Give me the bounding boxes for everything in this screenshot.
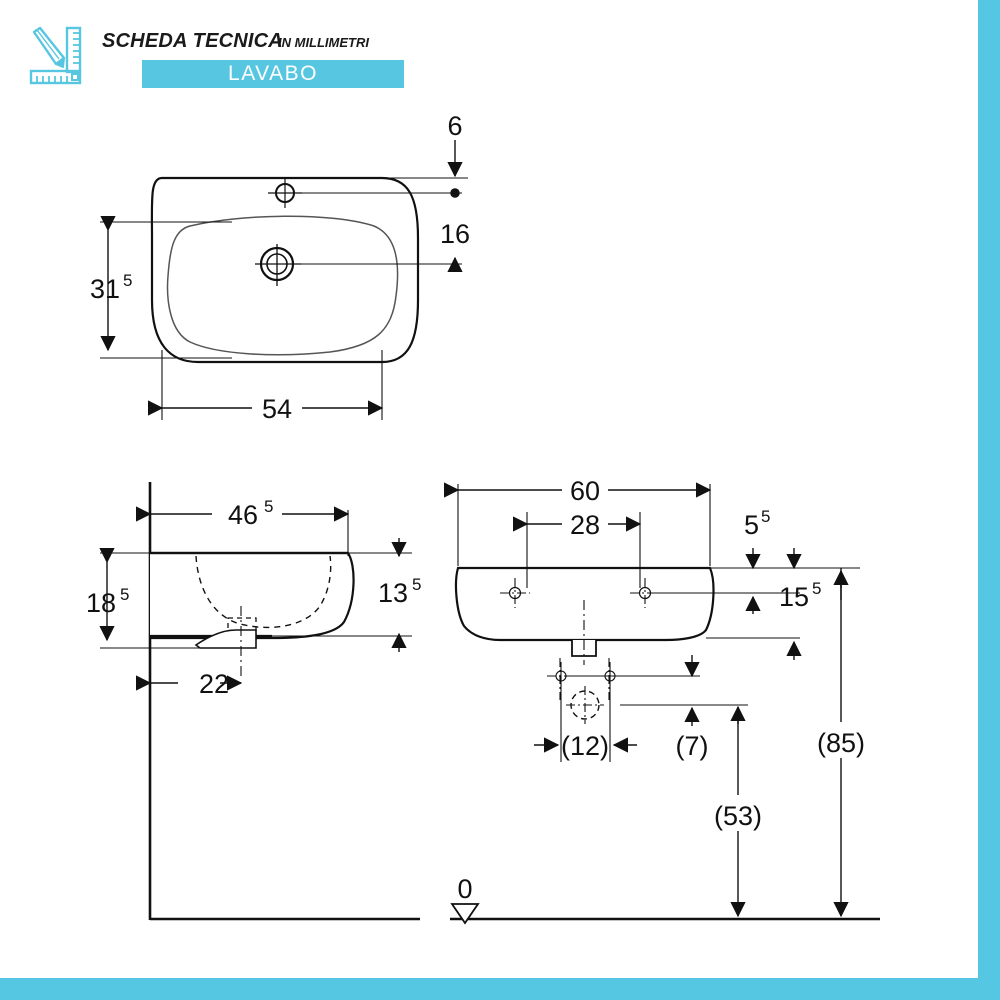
front-view-outline	[454, 566, 715, 642]
top-view-drain	[255, 244, 301, 286]
dim-label-taphole-to-drain: 16	[440, 219, 470, 249]
datum-label: 0	[457, 874, 472, 904]
dim-label-side-bowl-height-sup: 5	[412, 575, 421, 594]
product-type-banner: LAVABO	[142, 60, 404, 88]
product-type-label: LAVABO	[228, 62, 318, 85]
dim-label-front-top-to-fixing-sup: 5	[761, 507, 770, 526]
dim-dot-taphole	[450, 188, 460, 198]
sheet-header: SCHEDA TECNICA IN MILLIMETRI LAVABO	[26, 26, 446, 96]
dim-label-top-rear-edge: 6	[447, 111, 462, 141]
front-view-group	[443, 476, 880, 925]
side-view-bowl-dashed	[195, 555, 332, 629]
side-view-group	[99, 482, 420, 921]
dim-label-top-width: 54	[262, 394, 292, 424]
sheet-title: SCHEDA TECNICA	[102, 30, 283, 52]
dim-label-front-body-height: 15	[779, 582, 809, 612]
pencil-ruler-icon	[29, 26, 82, 85]
frame-inner-gap	[972, 0, 978, 978]
dim-label-side-waste-offset: 22	[199, 669, 229, 699]
dim-label-side-total-height-sup: 5	[120, 585, 129, 604]
dim-label-front-waste-offset: (12)	[561, 731, 609, 761]
dim-label-front-width: 60	[570, 476, 600, 506]
dim-label-front-drain-height: (53)	[714, 801, 762, 831]
datum-triangle-icon	[450, 903, 480, 925]
dim-label-side-projection: 46	[228, 500, 258, 530]
dim-label-top-depth-sup: 5	[123, 271, 132, 290]
dim-label-front-fixing-spacing: 28	[570, 510, 600, 540]
dim-label-side-bowl-height: 13	[378, 578, 408, 608]
dim-label-front-top-to-fixing: 5	[744, 510, 759, 540]
top-view-bowl	[166, 215, 399, 356]
dim-label-front-drain-offset: (7)	[676, 731, 709, 761]
front-view-waste-detail	[547, 658, 624, 724]
dim-label-side-projection-sup: 5	[264, 497, 273, 516]
frame-bottom-border	[0, 978, 1000, 1000]
dim-label-side-total-height: 18	[86, 588, 116, 618]
dim-label-front-install-height: (85)	[817, 728, 865, 758]
top-view-group	[100, 140, 468, 423]
dimension-labels: 54 31 5 6 16 46 5 18 5 13 5 22 60 28 5 5…	[86, 111, 865, 904]
frame-right-border	[978, 0, 1000, 1000]
sheet-units-label: IN MILLIMETRI	[278, 35, 369, 50]
side-view-outline	[150, 551, 355, 640]
front-view-fixing-hole-left	[500, 578, 530, 608]
dim-label-top-depth: 31	[90, 274, 120, 304]
dim-label-front-body-height-sup: 5	[812, 579, 821, 598]
